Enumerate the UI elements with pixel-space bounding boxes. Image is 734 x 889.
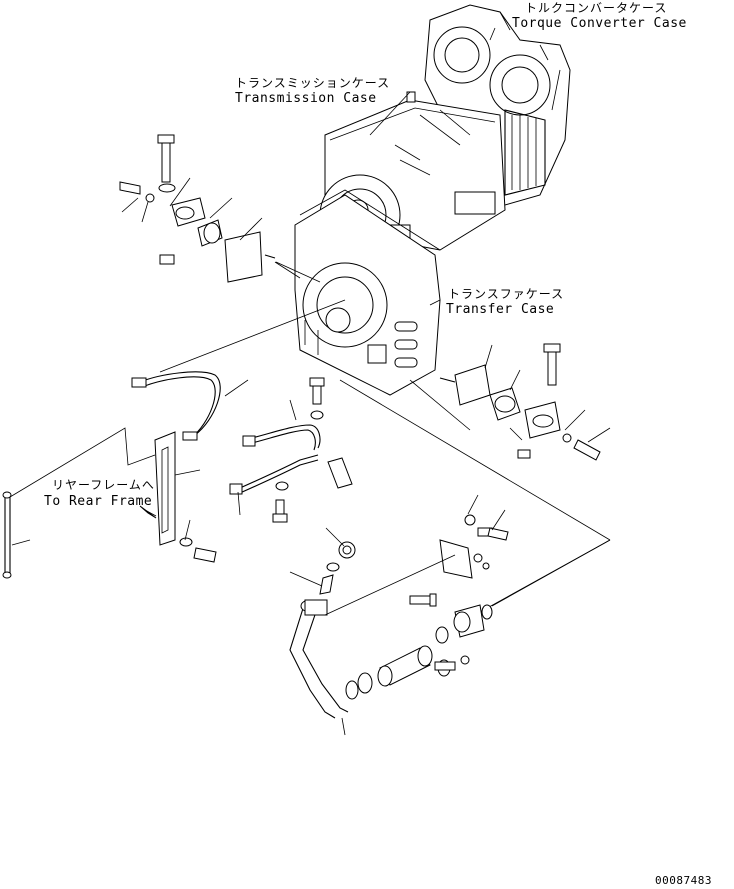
- upper-left-bracket-parts: [119, 134, 301, 283]
- transmission-label-en: Transmission Case: [235, 91, 377, 106]
- transfer-case: [294, 189, 441, 396]
- transfer-label-en: Transfer Case: [446, 302, 555, 317]
- label-leaders: [369, 27, 496, 306]
- torque-converter-label-en: Torque Converter Case: [512, 16, 687, 31]
- rear-frame-label-jp: リヤーフレームへ: [52, 478, 155, 492]
- lower-pipe-assembly: [289, 494, 611, 736]
- transfer-label-jp: トランスファケース: [448, 287, 565, 301]
- right-bracket-parts: [439, 343, 611, 461]
- rear-frame-pipe: [2, 427, 157, 579]
- rear-frame-label-en: To Rear Frame: [44, 494, 153, 509]
- torque-converter-label-jp: トルクコンバータケース: [525, 1, 668, 15]
- middle-fasteners: [272, 377, 353, 523]
- transmission-label-jp: トランスミッションケース: [235, 76, 391, 90]
- drawing-number: 00087483: [655, 874, 712, 887]
- bracket-post: [154, 431, 217, 563]
- hose-assembly: [131, 371, 321, 516]
